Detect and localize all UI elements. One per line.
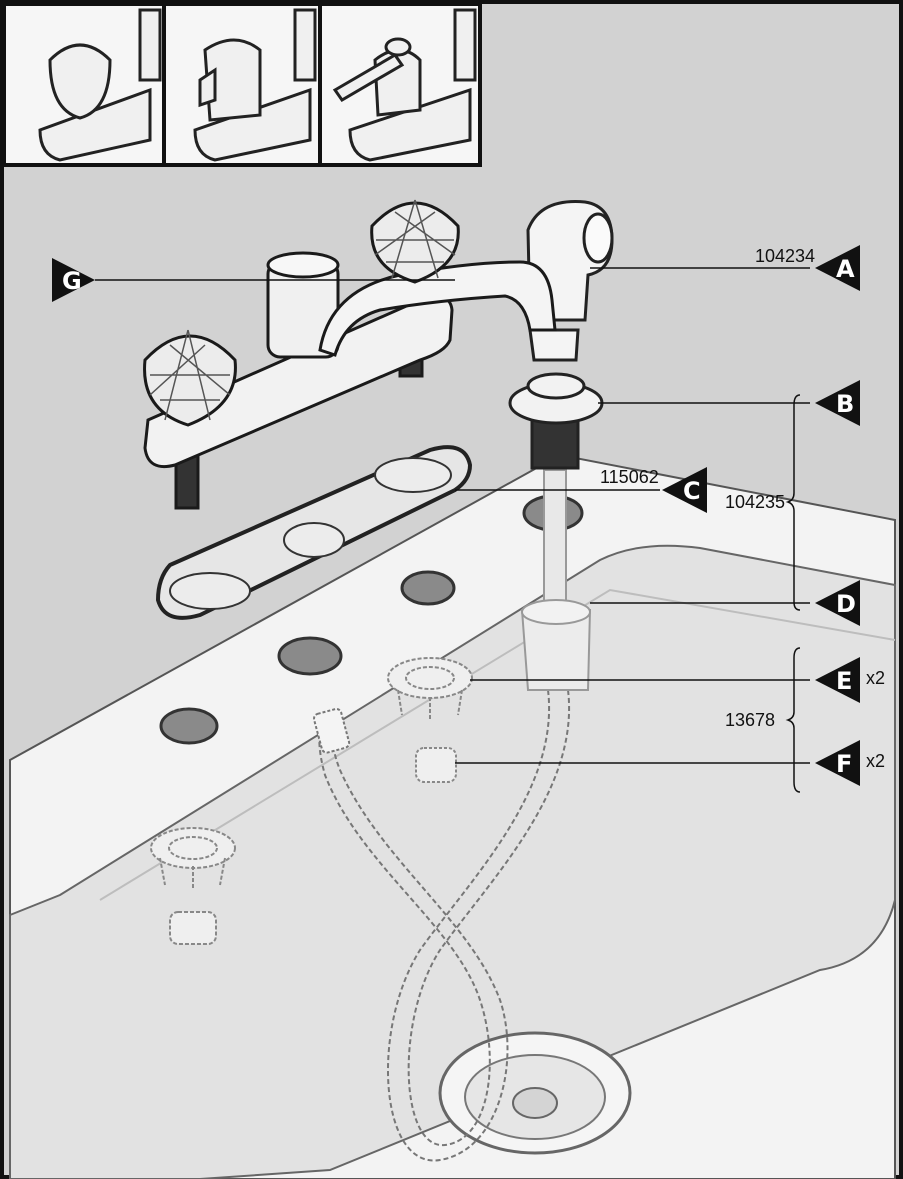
ghost-mounting-hardware: [150, 827, 236, 945]
sink-hole: [400, 570, 456, 606]
nut-part-F: [415, 747, 457, 783]
knob-handle-right: [370, 199, 460, 284]
part-letter-A: A: [836, 255, 855, 283]
leader-lines: [95, 267, 810, 793]
part-number-C: 115062: [600, 467, 659, 487]
part-letter-G: G: [62, 267, 82, 295]
part-letter-B: B: [836, 390, 854, 418]
part-letter-E: E: [836, 667, 852, 695]
hose-coupling-part-D: [520, 469, 592, 691]
callout-tag-C: C: [662, 467, 707, 513]
callout-tag-G: G: [52, 258, 95, 302]
part-letter-D: D: [836, 590, 856, 618]
sink-hole: [277, 636, 343, 676]
spray-hose: [318, 689, 571, 1162]
part-number-A: 104234: [755, 246, 815, 266]
quantity-E: x2: [866, 668, 885, 688]
part-letter-C: C: [683, 477, 701, 505]
callout-tag-A: A: [815, 245, 860, 291]
sink-hole: [159, 707, 219, 745]
handle-variants-panel: [2, 2, 482, 167]
hose-end-fitting: [312, 707, 351, 754]
sink: [9, 453, 896, 1179]
faucet-body-part-G: [143, 199, 557, 510]
callout-tag-E: E: [815, 657, 860, 703]
deck-plate-part-C: [155, 445, 473, 620]
lever-handle-variant: [193, 8, 317, 162]
callout-tag-D: D: [815, 580, 860, 626]
part-letter-F: F: [836, 750, 852, 778]
group-number-B-D: 104235: [725, 492, 785, 512]
quantity-F: x2: [866, 751, 885, 771]
knob-handle-left: [143, 329, 237, 427]
callout-tag-F: F: [815, 740, 860, 786]
sprayer-base-part-B: [508, 372, 604, 470]
callout-tag-B: B: [815, 380, 860, 426]
group-number-E-F: 13678: [725, 710, 775, 730]
drain: [438, 1031, 632, 1155]
single-lever-handle-variant: [332, 8, 477, 162]
washer-part-E: [387, 657, 473, 720]
knob-handle-variant: [38, 8, 162, 162]
